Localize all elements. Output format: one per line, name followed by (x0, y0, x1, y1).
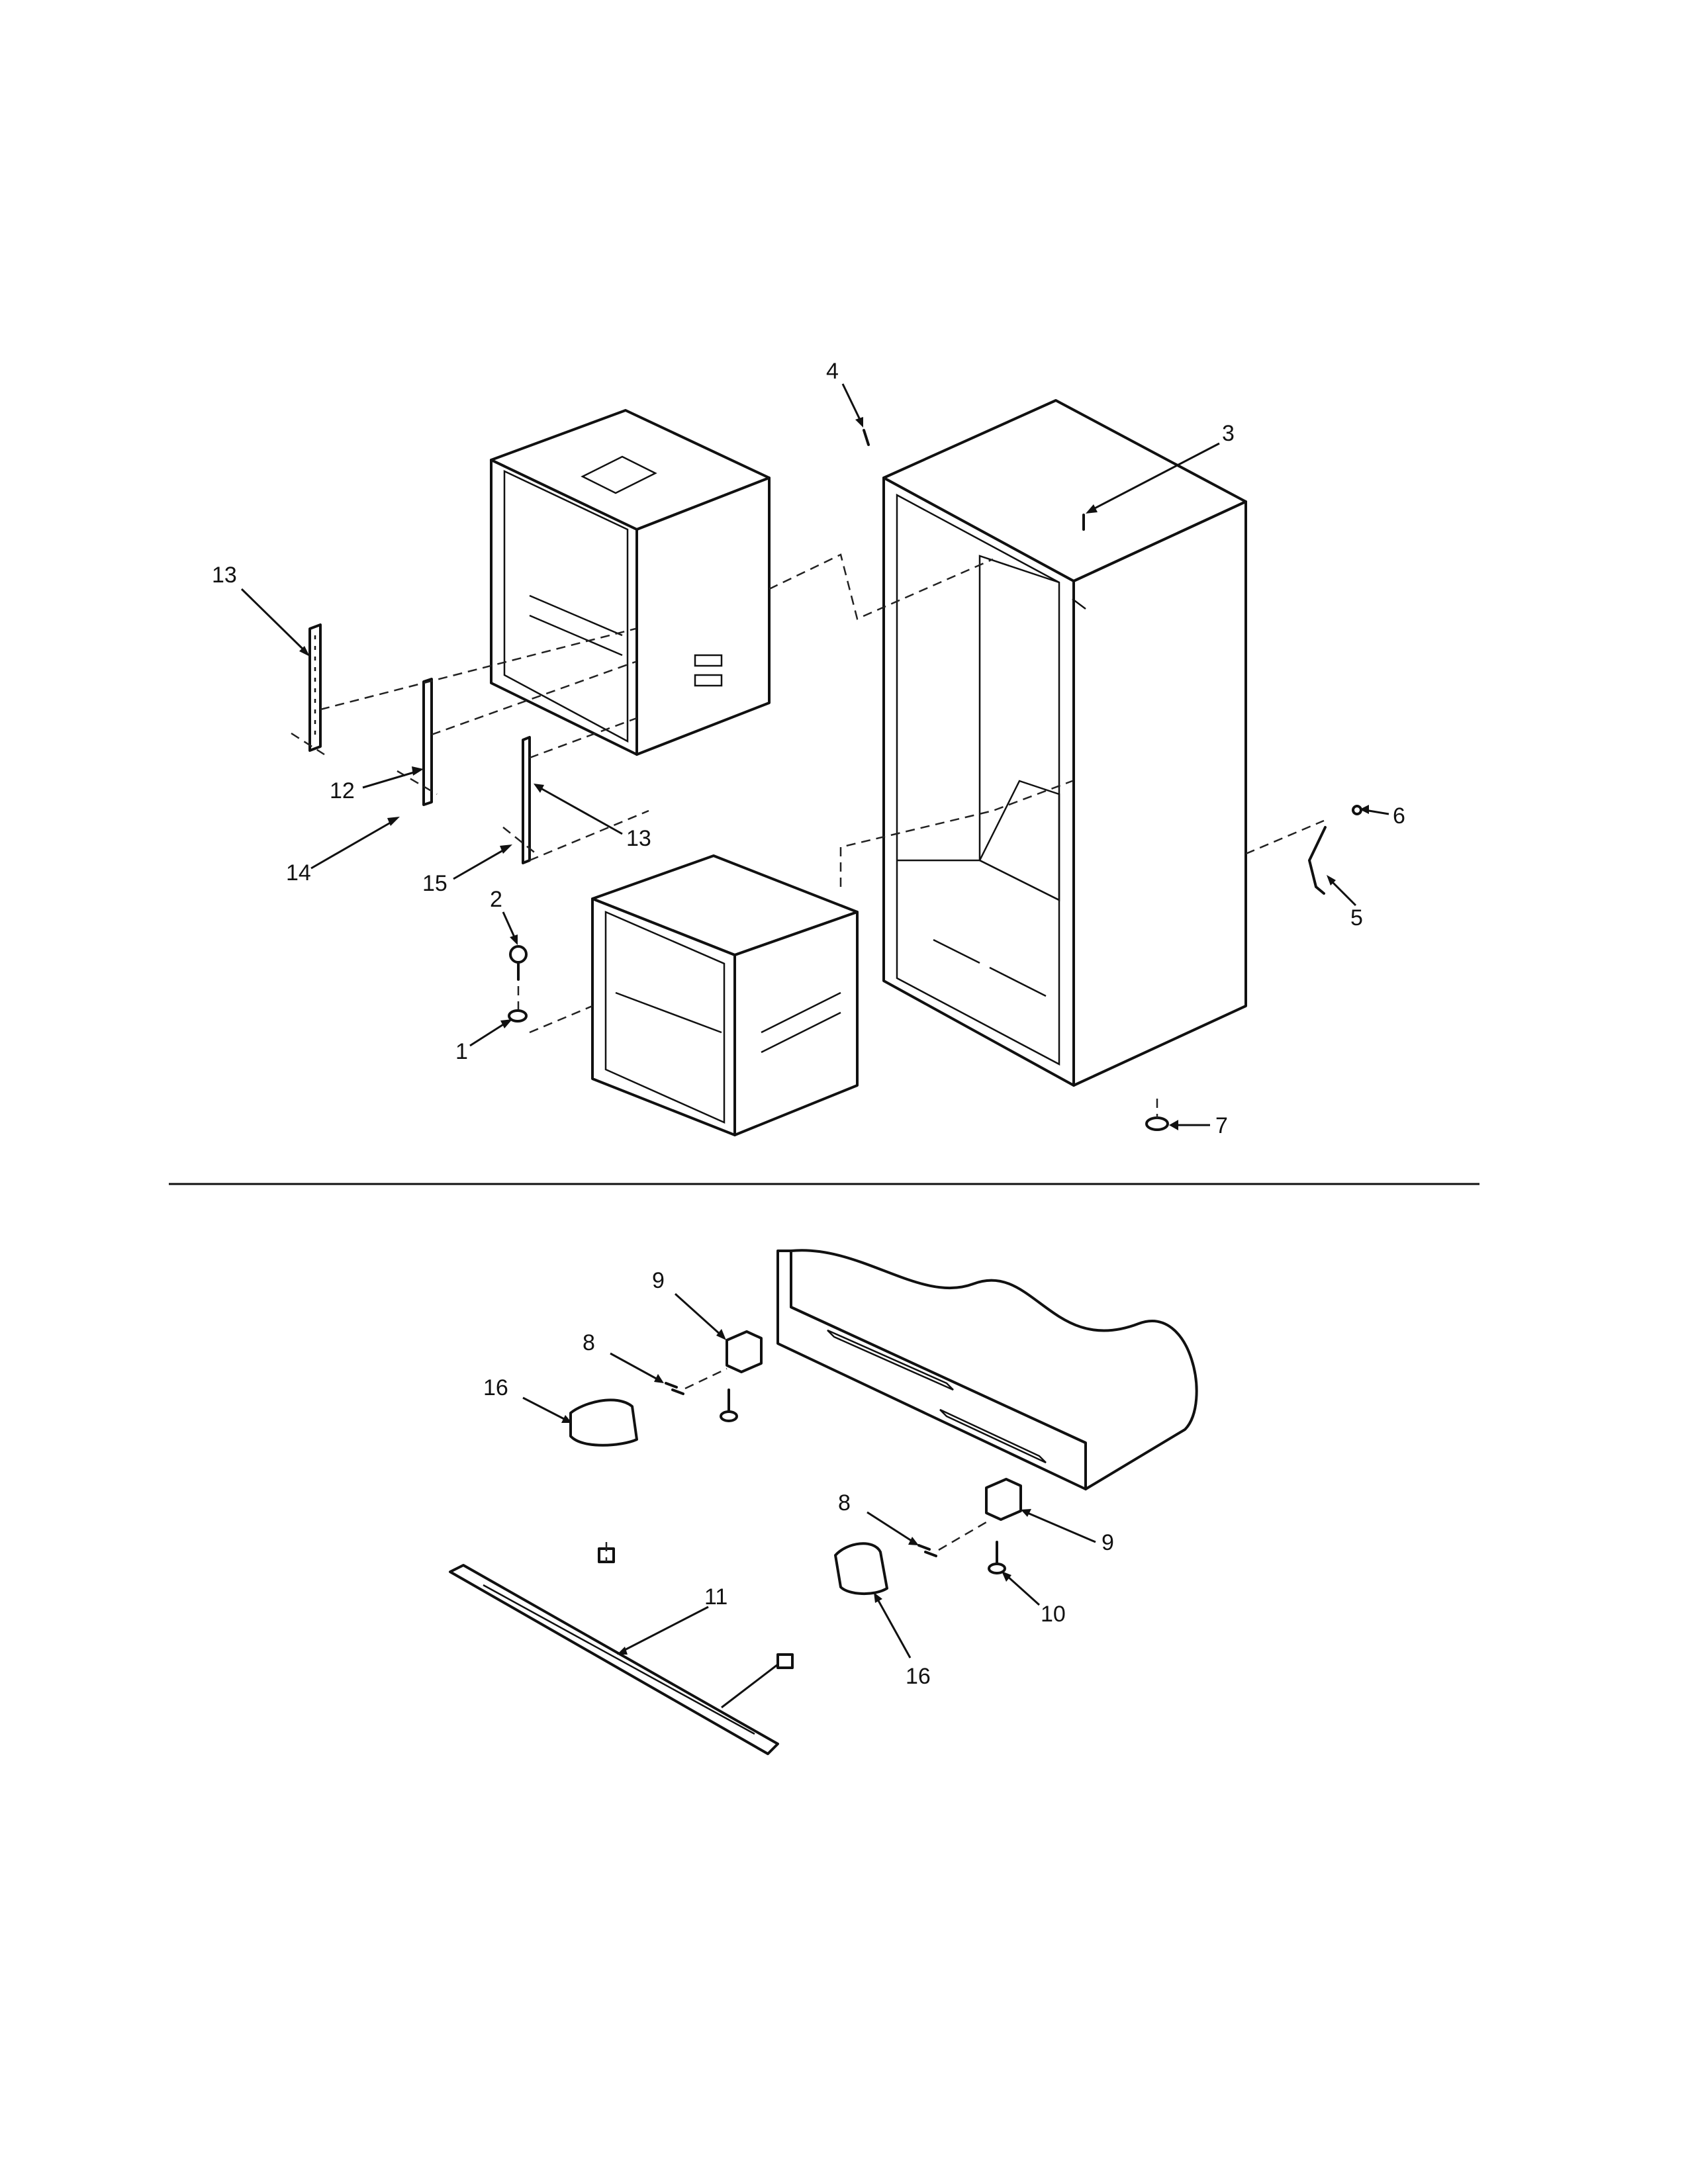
callout-15: 15 (422, 871, 447, 896)
shelf-ladder-right (522, 736, 531, 864)
callout-10: 10 (1041, 1602, 1066, 1627)
callout-12: 12 (330, 778, 355, 803)
toe-grille-part-11 (449, 1542, 794, 1755)
callout-13-upper: 13 (212, 563, 237, 588)
callout-2: 2 (490, 887, 502, 912)
leveler-upper (720, 1388, 738, 1422)
callout-11: 11 (704, 1584, 727, 1610)
callout-6: 6 (1393, 803, 1405, 829)
upper-cabinet-assembly (291, 399, 1362, 1136)
callout-1: 1 (455, 1039, 468, 1064)
callout-13-right: 13 (626, 826, 651, 851)
screws-part-8-lower (917, 1521, 987, 1557)
screw-part-6 (1352, 805, 1362, 815)
lower-liner (591, 854, 859, 1136)
cabinet-shell (882, 399, 1247, 1087)
callout-labels: 13 12 14 15 13 2 1 4 3 6 5 7 9 8 16 8 9 … (212, 359, 1405, 1689)
hinge-part-9-upper (726, 1330, 763, 1373)
foot-part-7 (1145, 1116, 1169, 1131)
callout-16-left: 16 (483, 1375, 508, 1400)
tube-part-5 (1308, 826, 1327, 895)
callout-3: 3 (1222, 421, 1235, 446)
upper-liner (490, 409, 771, 756)
callout-9-upper: 9 (652, 1268, 665, 1293)
screws-part-8-upper (665, 1367, 727, 1395)
washer-part-1 (508, 1009, 528, 1023)
screw-part-2 (509, 945, 528, 981)
callout-9-lower: 9 (1102, 1530, 1114, 1555)
callout-4: 4 (826, 359, 839, 384)
shelf-ladder-left (308, 623, 322, 752)
callout-16-right: 16 (906, 1664, 931, 1689)
callout-8-upper: 8 (583, 1330, 595, 1355)
hinge-cover-part-16-right (834, 1542, 888, 1596)
callout-14: 14 (286, 860, 311, 886)
hinge-cover-part-16-left (569, 1398, 638, 1447)
lower-hinge-grille-assembly (449, 1249, 1198, 1755)
plug-part-4 (863, 429, 870, 446)
leader-lines (240, 383, 1389, 1709)
callout-8-lower: 8 (838, 1490, 851, 1516)
cabinet-base-cutaway (776, 1249, 1198, 1490)
callout-5: 5 (1350, 905, 1363, 931)
callout-7: 7 (1215, 1113, 1228, 1138)
hinge-part-9-lower (985, 1478, 1022, 1521)
assembly-lines-upper (291, 553, 1325, 1118)
shelf-ladder-middle (422, 678, 433, 806)
leveler-part-10 (988, 1541, 1006, 1574)
